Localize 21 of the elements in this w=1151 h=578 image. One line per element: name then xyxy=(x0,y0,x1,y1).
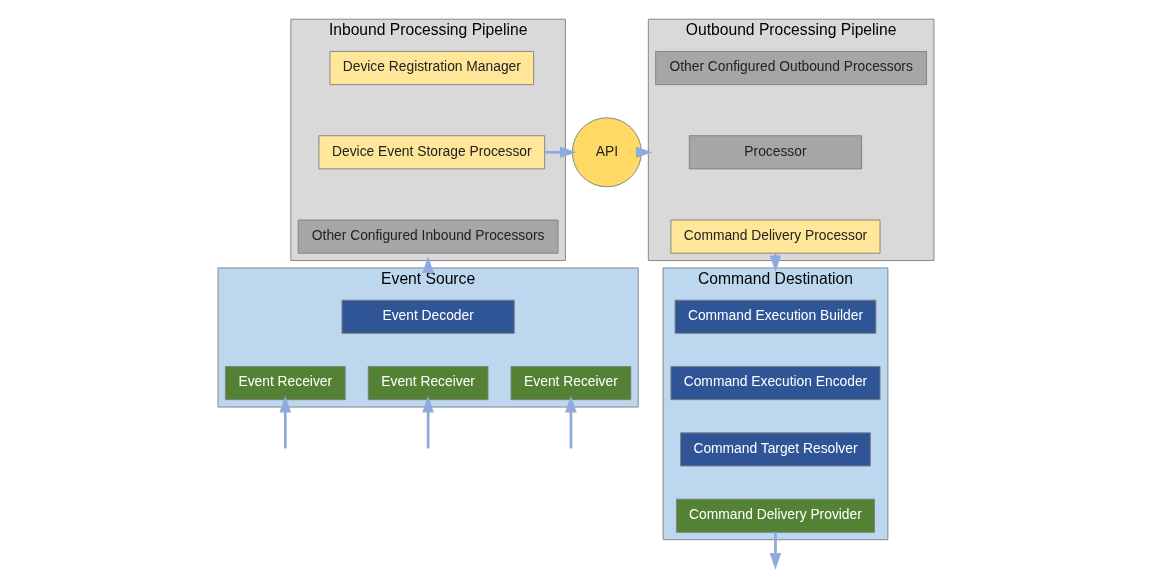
node-box: Processor xyxy=(688,135,862,170)
node-box: Event Decoder xyxy=(341,299,515,334)
node-box: Device Event Storage Processor xyxy=(318,135,545,170)
arrow xyxy=(544,146,576,159)
node-box: Command Execution Builder xyxy=(674,299,876,334)
node-box: Event Receiver xyxy=(367,366,488,401)
node-box: Other Configured Outbound Processors xyxy=(654,51,927,86)
arrow xyxy=(635,146,652,159)
node-box: Event Receiver xyxy=(224,366,346,401)
node-box: Event Receiver xyxy=(510,366,631,401)
node-box: Command Delivery Processor xyxy=(669,219,880,254)
arrow xyxy=(421,256,434,273)
node-box: Other Configured Inbound Processors xyxy=(297,219,558,254)
arrow xyxy=(279,395,291,449)
node-box: Device Registration Manager xyxy=(329,51,534,86)
arrow xyxy=(564,395,577,449)
node-box: Command Target Resolver xyxy=(679,432,871,467)
node-box: Command Delivery Provider xyxy=(675,498,875,533)
arrow xyxy=(769,532,781,570)
node-box: Command Execution Encoder xyxy=(669,366,880,401)
arrow xyxy=(421,395,434,449)
